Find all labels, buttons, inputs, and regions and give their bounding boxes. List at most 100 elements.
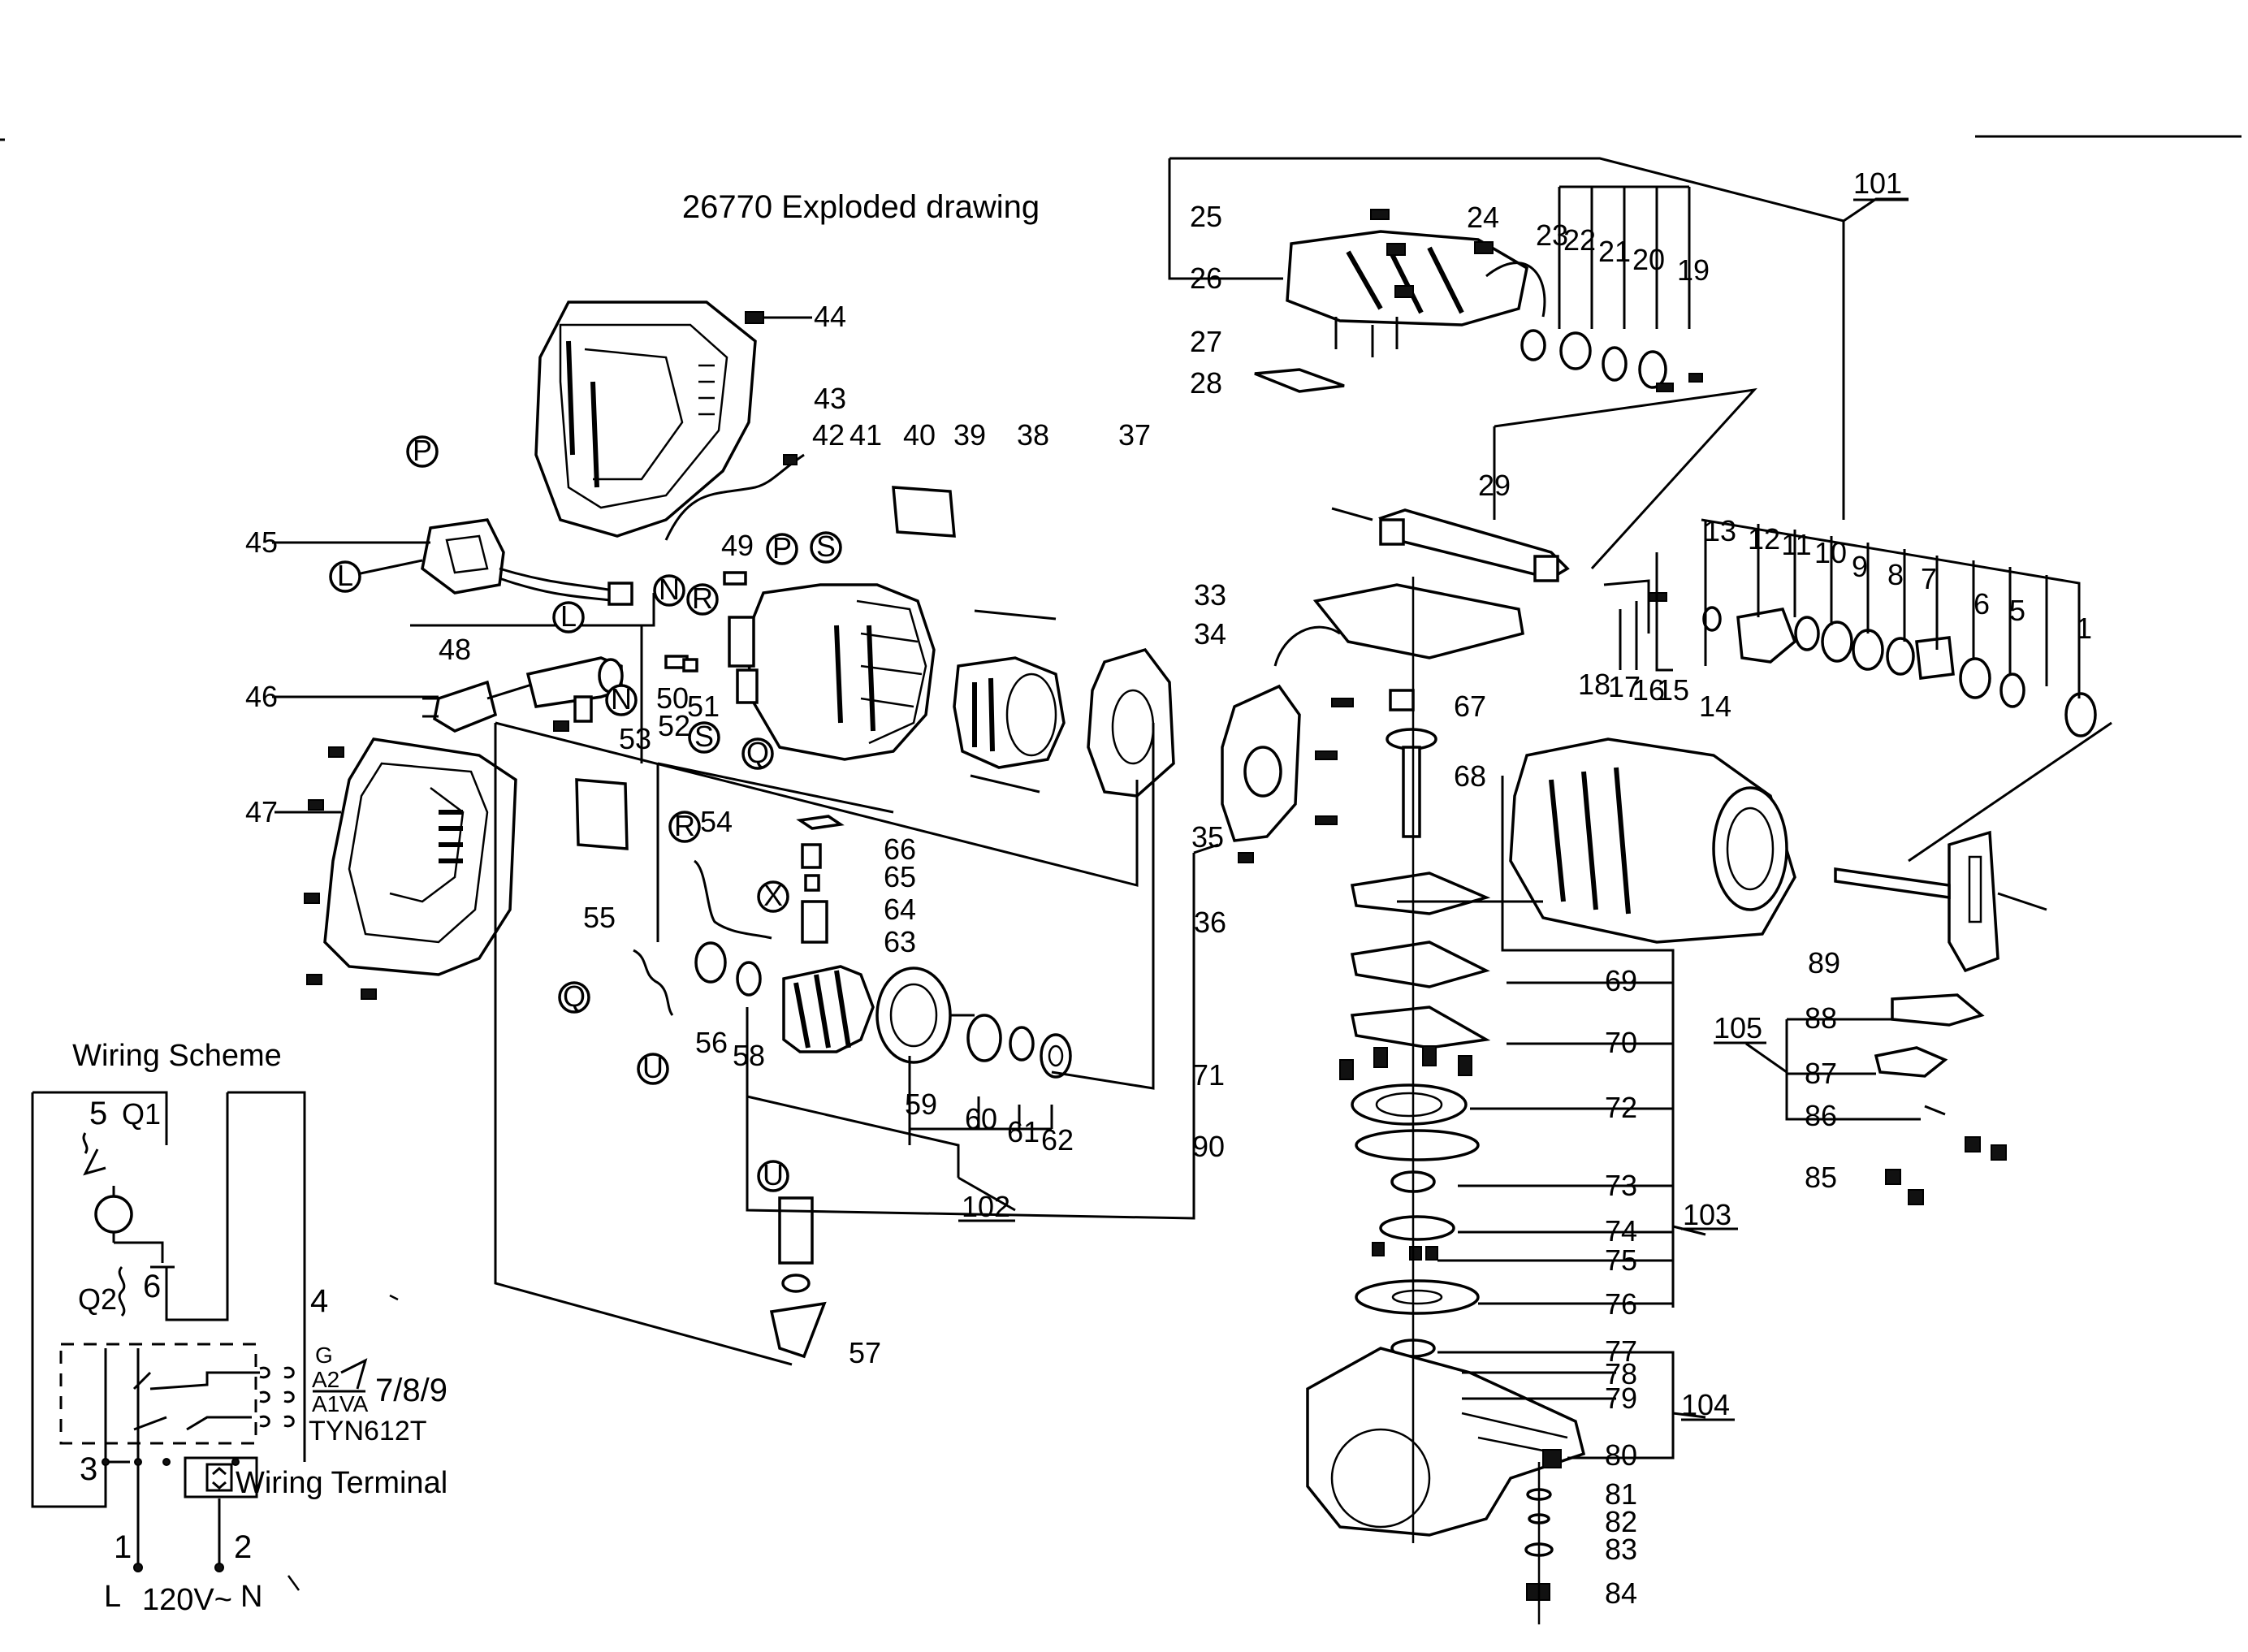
label-18: 18 <box>1578 668 1610 701</box>
plate-70 <box>1350 1005 1491 1049</box>
label-38: 38 <box>1017 418 1049 452</box>
label-16: 16 <box>1632 673 1665 707</box>
label-34: 34 <box>1194 617 1226 651</box>
label-90: 90 <box>1192 1130 1225 1163</box>
label-54: 54 <box>700 805 733 838</box>
triac-a1: A1 <box>312 1391 339 1416</box>
bearing-60 <box>966 1014 1002 1062</box>
wiring-num-6: 6 <box>143 1269 161 1304</box>
label-14: 14 <box>1699 690 1731 723</box>
label-44: 44 <box>814 300 846 333</box>
label-61: 61 <box>1007 1115 1040 1148</box>
label-26: 26 <box>1190 262 1222 295</box>
label-74: 74 <box>1605 1214 1637 1248</box>
label-39: 39 <box>953 418 986 452</box>
plunger <box>1378 508 1570 582</box>
wiring-l: L <box>104 1580 121 1614</box>
label-45: 45 <box>245 525 278 559</box>
washer-62 <box>1040 1033 1072 1079</box>
label-12: 12 <box>1748 522 1780 556</box>
label-71: 71 <box>1192 1058 1225 1092</box>
label-29: 29 <box>1478 469 1511 502</box>
label-50: 50 <box>656 681 689 715</box>
label-13: 13 <box>1704 514 1736 547</box>
switch-assembly <box>421 518 633 606</box>
label-35: 35 <box>1191 820 1224 854</box>
callout-p-1: P <box>413 434 432 467</box>
callout-q-1: Q <box>746 736 769 769</box>
label-5: 5 <box>2009 594 2025 627</box>
part-51 <box>682 658 698 672</box>
speed-control <box>769 1196 827 1359</box>
housing-half-left <box>304 737 517 1000</box>
wiring-q1: Q1 <box>122 1097 161 1131</box>
stator <box>953 656 1066 769</box>
label-47: 47 <box>245 795 278 828</box>
group-102: 102 <box>962 1190 1010 1223</box>
label-55 <box>575 778 629 850</box>
label-88: 88 <box>1805 1001 1837 1035</box>
part-49 <box>723 571 747 586</box>
group-101: 101 <box>1853 166 1902 200</box>
wire-42 <box>664 453 805 541</box>
stray-mark-2 <box>389 1294 399 1301</box>
label-51: 51 <box>687 690 720 723</box>
label-33: 33 <box>1194 578 1226 612</box>
wiring-q2: Q2 <box>78 1282 117 1316</box>
label-62: 62 <box>1041 1123 1074 1157</box>
label-72: 72 <box>1605 1091 1637 1124</box>
brush-holder <box>796 815 845 944</box>
callout-l-1: L <box>337 559 353 592</box>
callout-n-1: N <box>611 682 632 716</box>
callout-u-1: U <box>642 1051 664 1084</box>
wiring-voltage: 120V~ <box>142 1583 232 1617</box>
label-81: 81 <box>1605 1477 1637 1511</box>
label-40: 40 <box>903 418 936 452</box>
part-53 <box>553 720 569 732</box>
label-76: 76 <box>1605 1287 1637 1321</box>
label-48: 48 <box>439 633 471 666</box>
screw-44 <box>745 311 812 324</box>
label-22: 22 <box>1563 223 1596 257</box>
label-8: 8 <box>1887 558 1904 591</box>
wiring-num-789: 7/8/9 <box>375 1373 447 1408</box>
plate-74 <box>1379 1215 1455 1241</box>
label-25: 25 <box>1190 200 1222 233</box>
callout-q-2: Q <box>563 980 586 1013</box>
triac-g: G <box>315 1343 333 1368</box>
label-21: 21 <box>1598 235 1631 268</box>
label-43: 43 <box>814 382 846 415</box>
label-49: 49 <box>721 529 754 562</box>
plate-68 <box>1350 871 1491 915</box>
bearing-stack-19-23 <box>1520 329 1703 392</box>
plate-69 <box>1350 941 1490 988</box>
label-23: 23 <box>1536 218 1568 252</box>
label-57: 57 <box>849 1336 881 1369</box>
wire-34 <box>1273 625 1341 667</box>
fan-baffle <box>1087 647 1175 798</box>
bolts-71 <box>1339 1045 1472 1080</box>
label-6: 6 <box>1973 587 1990 621</box>
group-103: 103 <box>1683 1198 1731 1231</box>
bearing-stack-1-18 <box>1648 592 2097 737</box>
label-78: 78 <box>1605 1357 1637 1390</box>
screw-38a <box>974 609 1057 621</box>
label-80: 80 <box>1605 1438 1637 1472</box>
label-15: 15 <box>1657 673 1689 707</box>
label-85: 85 <box>1805 1161 1837 1194</box>
label-20: 20 <box>1632 243 1665 276</box>
group-104: 104 <box>1681 1388 1730 1421</box>
screws-75 <box>1372 1242 1438 1261</box>
gasket-33 <box>1312 583 1524 660</box>
label-59: 59 <box>905 1088 937 1121</box>
wiring-num-5: 5 <box>89 1096 107 1131</box>
wire-qu <box>633 949 674 1016</box>
triac-va: VA <box>339 1391 369 1416</box>
triac-model: TYN612T <box>309 1416 427 1447</box>
label-11: 11 <box>1781 528 1811 561</box>
wiring-scheme: Wiring Scheme G A2 A1 VA TYN612T <box>31 1039 447 1617</box>
cord-strain-relief <box>525 656 624 708</box>
air-guide <box>1221 684 1354 842</box>
label-66: 66 <box>884 832 916 866</box>
